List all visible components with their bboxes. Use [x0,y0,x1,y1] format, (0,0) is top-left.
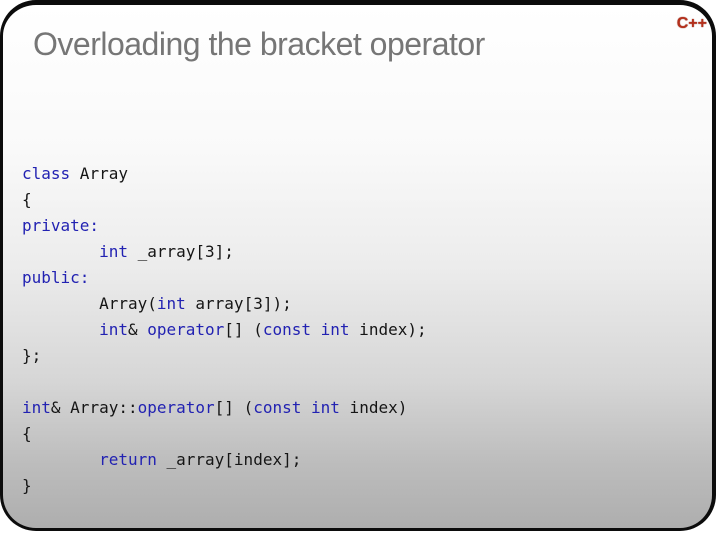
code-text: { [22,424,32,443]
code-line: public: [22,265,427,291]
code-text: index); [349,320,427,339]
code-line: { [22,421,427,447]
code-text: { [22,190,32,209]
code-keyword: operator [137,398,215,417]
cpp-logo: C++ [676,15,707,32]
code-text: }; [22,346,42,365]
code-text [22,320,99,339]
slide-title: Overloading the bracket operator [33,26,485,62]
code-text [22,242,99,261]
code-keyword: int [156,294,186,313]
code-keyword: int [99,242,128,261]
code-keyword: return [99,450,157,469]
code-line [22,369,427,395]
code-block: class Array { private: int _array[3];publi… [22,161,427,499]
code-text: _array[3]; [127,242,234,261]
code-keyword: operator [147,320,225,339]
code-line: { [22,187,427,213]
code-line: private: [22,213,427,239]
code-text [22,450,99,469]
code-line: return _array[index]; [22,447,427,473]
code-text: array[3]); [185,294,292,313]
code-line: int _array[3]; [22,239,427,265]
code-line: Array(int array[3]); [22,291,427,317]
code-keyword: int [22,398,51,417]
code-text: index) [339,398,408,417]
code-text: & [127,320,148,339]
code-text [301,398,311,417]
code-keyword: int [99,320,128,339]
code-text: [] ( [214,398,254,417]
code-text: & Array:: [50,398,138,417]
code-keyword: const [253,398,302,417]
code-text: Array( [22,294,157,313]
code-line: }; [22,343,427,369]
code-text [311,320,321,339]
code-line: } [22,473,427,499]
code-text: [] ( [224,320,263,339]
code-keyword: const [262,320,311,339]
code-text: Array [70,164,128,183]
code-line: class Array [22,161,427,187]
slide-frame [0,0,716,531]
code-keyword: private: [22,216,100,235]
code-keyword: int [311,398,340,417]
code-line: int& operator[] (const int index); [22,317,427,343]
code-text: _array[index]; [156,450,302,469]
code-keyword: public: [22,268,90,287]
code-text: } [22,476,32,495]
code-keyword: int [320,320,350,339]
code-keyword: class [22,164,71,183]
code-line: int& Array::operator[] (const int index) [22,395,427,421]
